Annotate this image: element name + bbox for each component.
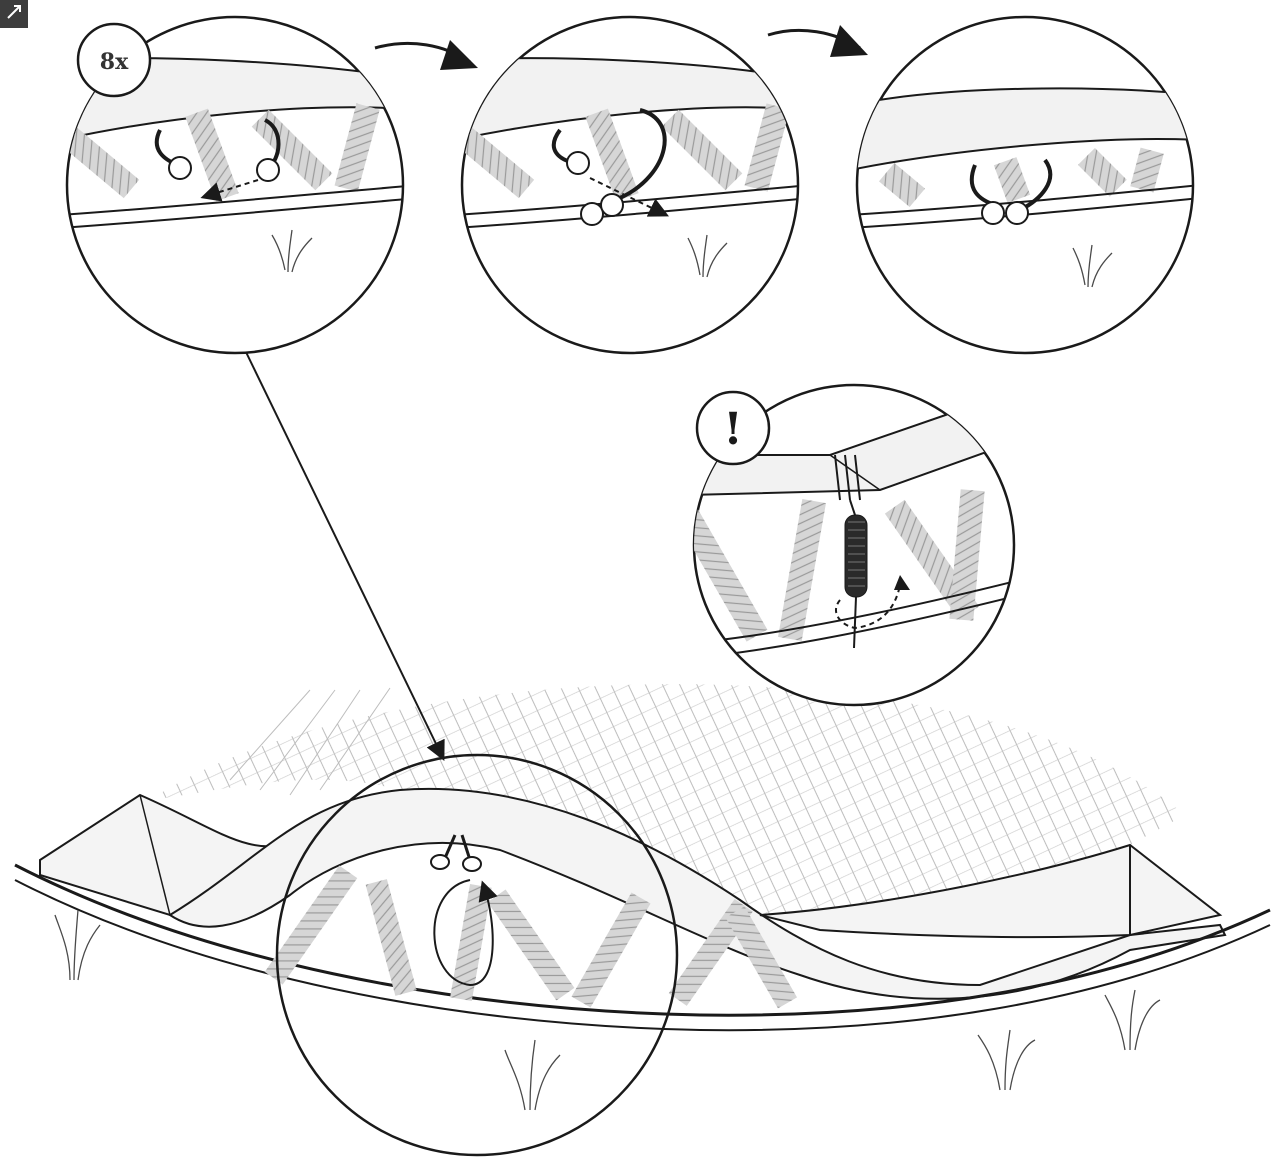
leader-line xyxy=(244,349,445,761)
warning-badge: ! xyxy=(695,390,771,466)
repeat-count-badge: 8x xyxy=(76,22,152,98)
trampoline-main-scene xyxy=(14,684,1271,1157)
step-3-detail xyxy=(855,15,1195,355)
step-1-detail xyxy=(65,15,405,355)
expand-icon xyxy=(7,5,21,19)
padding-right xyxy=(759,843,1223,939)
net-vertical-strands xyxy=(229,687,391,796)
step-2-detail xyxy=(460,15,800,355)
jumping-mat xyxy=(150,684,1185,916)
expand-icon-tab[interactable] xyxy=(0,0,28,28)
next-step-arrow-1-head xyxy=(440,40,478,70)
zoom-circle-main xyxy=(275,753,679,1157)
springs-row xyxy=(264,865,798,1009)
grass-tuft-icon xyxy=(504,1039,561,1111)
bungee-ends-main xyxy=(430,834,482,872)
rotate-arrow xyxy=(433,879,498,987)
warning-label: ! xyxy=(723,404,742,455)
next-step-arrow-2-head xyxy=(830,25,868,57)
warning-detail xyxy=(692,383,1016,707)
frame-rail xyxy=(14,863,1271,1017)
repeat-count-label: 8x xyxy=(100,49,129,75)
grass-tuft-icon xyxy=(54,909,1161,1091)
